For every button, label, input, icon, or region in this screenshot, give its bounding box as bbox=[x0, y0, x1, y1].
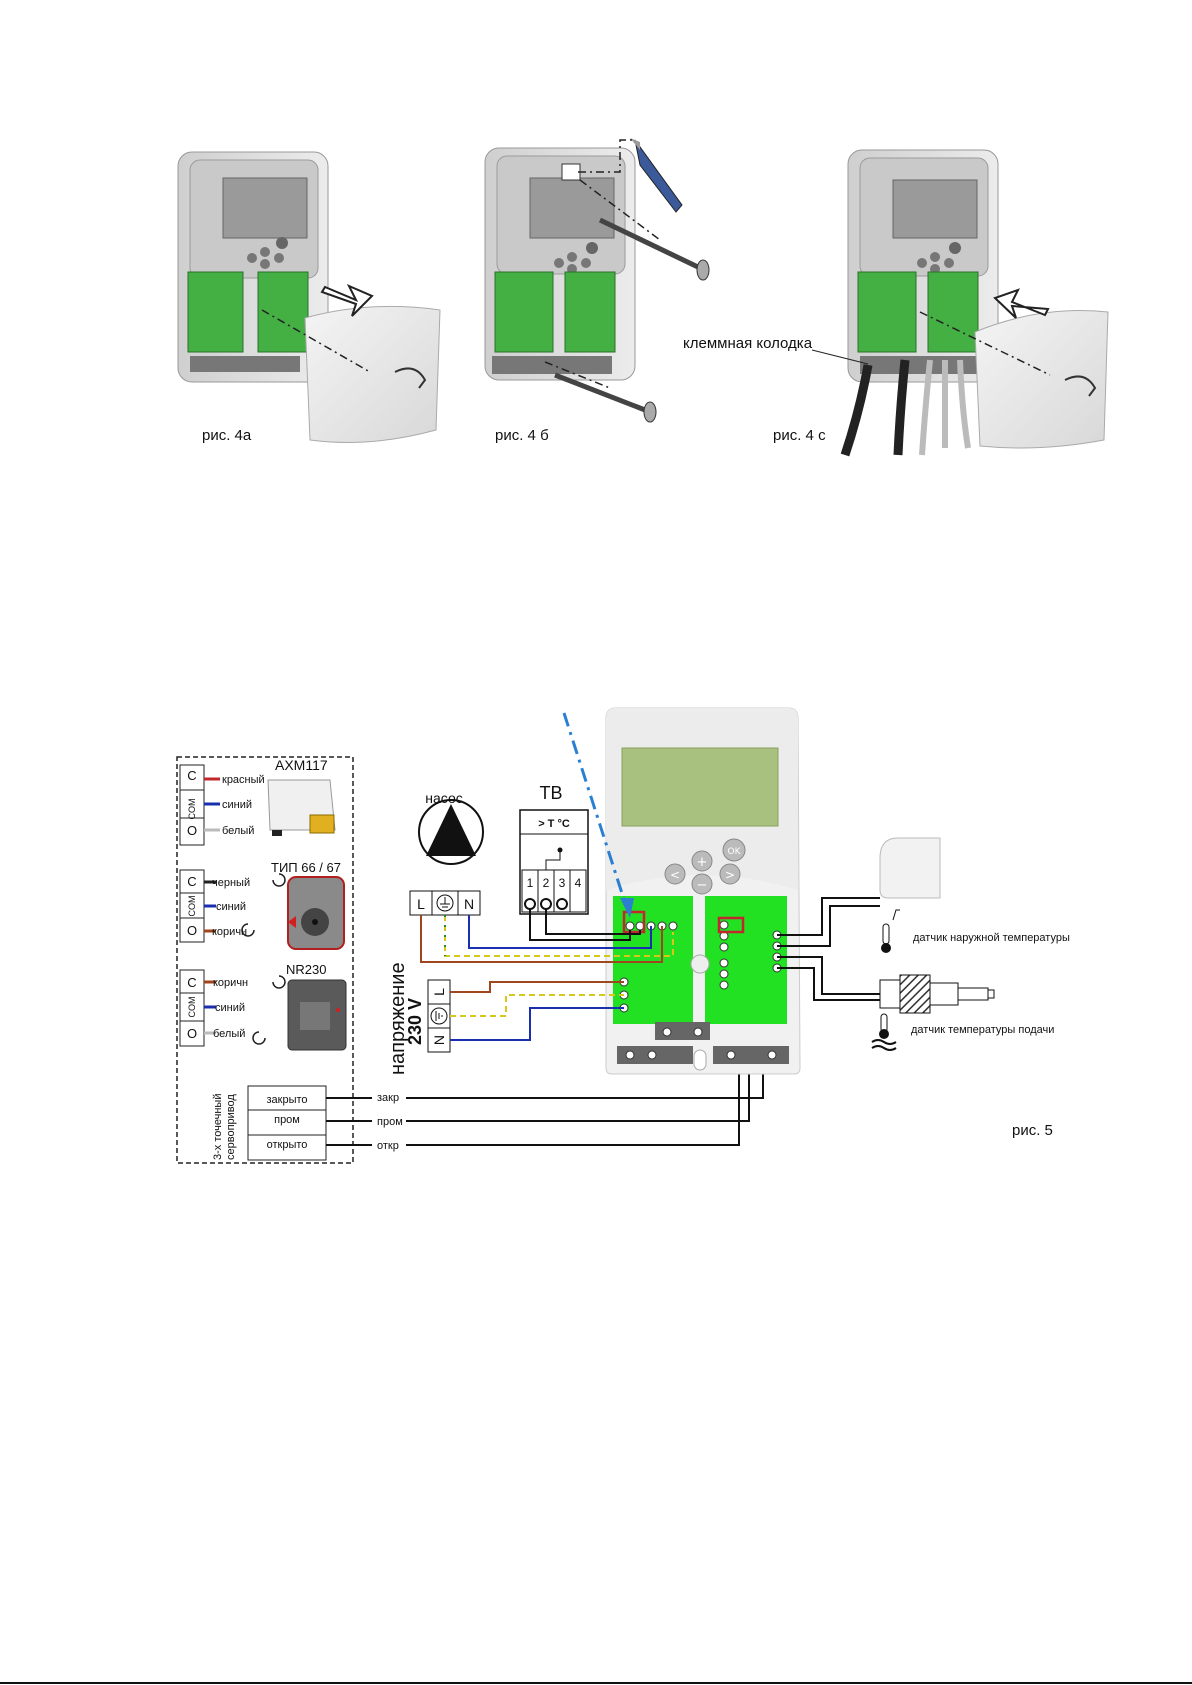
caption-fig5: рис. 5 bbox=[1012, 1122, 1053, 1139]
servo-wire-closed: закр bbox=[377, 1092, 399, 1104]
pump-power-terminals bbox=[409, 890, 481, 916]
servo-label-line1: 3-х точечный bbox=[212, 1094, 224, 1160]
terminal-block-label: клеммная колодка bbox=[683, 335, 813, 352]
supply-sensor-label: датчик температуры подачи bbox=[911, 1024, 1054, 1036]
tb-inner-label: > T °C bbox=[538, 818, 570, 830]
mains-term-n: N bbox=[431, 1035, 447, 1045]
actuator-axm117 bbox=[179, 764, 336, 846]
axm117-wire-o: белый bbox=[222, 825, 254, 837]
nr230-wire-c: коричн bbox=[213, 977, 248, 989]
thermometer-icon bbox=[881, 909, 900, 953]
nr230-wire-com: синий bbox=[215, 1002, 245, 1014]
tip-wire-com: синий bbox=[216, 901, 246, 913]
dash-line-4b-top bbox=[578, 139, 635, 173]
device-illustration-4b bbox=[484, 147, 636, 381]
screw-icon-lower bbox=[554, 372, 657, 423]
tb-term-1: 1 bbox=[527, 876, 534, 890]
servo-box-open: открыто bbox=[267, 1139, 308, 1151]
arrow-right-4a bbox=[320, 283, 374, 317]
axm117-term-com: COM bbox=[187, 799, 197, 820]
pump-label: насос bbox=[425, 790, 462, 806]
mains-terminals bbox=[427, 979, 451, 1053]
nr230-term-o: O bbox=[187, 1026, 197, 1041]
svg-text:+: + bbox=[697, 855, 708, 870]
axm117-term-o: O bbox=[187, 823, 197, 838]
pump-term-l: L bbox=[417, 896, 425, 912]
cover-4c bbox=[974, 310, 1109, 449]
servo-box-mid: пром bbox=[274, 1114, 300, 1126]
arrow-left-4c bbox=[993, 288, 1050, 319]
caption-fig4b: рис. 4 б bbox=[495, 427, 549, 444]
axm117-wire-c: красный bbox=[222, 774, 265, 786]
controller-device: < + − > OK bbox=[605, 707, 801, 1075]
water-thermometer-icon bbox=[871, 1013, 897, 1051]
axm117-term-c: C bbox=[187, 768, 196, 783]
actuator-nr230 bbox=[179, 969, 347, 1051]
dash-line-4c bbox=[919, 311, 1051, 376]
actuator-frame bbox=[176, 756, 354, 1164]
servo-wire-mid: пром bbox=[377, 1116, 403, 1128]
axm117-wire-com: синий bbox=[222, 799, 252, 811]
tb-thermostat bbox=[519, 809, 589, 915]
supply-sensor bbox=[777, 956, 995, 1014]
device-illustration-4a bbox=[177, 151, 329, 383]
tip-term-c: C bbox=[187, 874, 196, 889]
tip-wire-c: черный bbox=[212, 877, 250, 889]
servo-terminal-boxes bbox=[247, 1085, 327, 1161]
axm117-name: AXM117 bbox=[275, 757, 328, 773]
dash-line-4a bbox=[261, 309, 371, 373]
controller-wiring bbox=[420, 909, 674, 1041]
terminal-block-leader bbox=[811, 349, 869, 365]
blue-pointer-arrow bbox=[562, 712, 634, 918]
tip-term-com: COM bbox=[187, 896, 197, 917]
dash-line-4b-mid bbox=[579, 179, 661, 241]
cover-4a bbox=[304, 305, 441, 443]
pump-symbol bbox=[418, 799, 484, 865]
mains-label-line2: 230 V bbox=[405, 998, 425, 1045]
caption-fig4a: рис. 4а bbox=[202, 427, 252, 444]
tip-name: ТИП 66 / 67 bbox=[271, 860, 341, 875]
tip-wire-o: коричн bbox=[212, 926, 247, 938]
screw-icon bbox=[598, 217, 710, 281]
svg-text:>: > bbox=[725, 868, 735, 882]
mains-term-l: L bbox=[431, 988, 447, 996]
tb-term-3: 3 bbox=[559, 876, 566, 890]
tb-term-4: 4 bbox=[575, 876, 582, 890]
caption-fig4c: рис. 4 с bbox=[773, 427, 826, 444]
outdoor-sensor-label: датчик наружной температуры bbox=[913, 932, 1070, 944]
screwdriver-icon bbox=[630, 138, 683, 213]
tip-term-o: O bbox=[187, 923, 197, 938]
mains-label-line1: напряжение bbox=[387, 962, 409, 1075]
pump-term-n: N bbox=[464, 896, 474, 912]
servo-box-closed: закрыто bbox=[266, 1094, 307, 1106]
nr230-wire-o: белый bbox=[213, 1028, 245, 1040]
device-illustration-4c bbox=[847, 149, 999, 383]
svg-text:−: − bbox=[697, 878, 708, 893]
cables-4c bbox=[840, 359, 971, 457]
nr230-term-com: COM bbox=[187, 997, 197, 1018]
dash-line-4b-bottom bbox=[544, 361, 611, 389]
svg-text:OK: OK bbox=[728, 847, 742, 857]
nr230-name: NR230 bbox=[286, 962, 326, 977]
outdoor-sensor bbox=[777, 837, 941, 947]
actuator-tip6667 bbox=[179, 869, 345, 950]
servo-wire-open: откр bbox=[377, 1140, 399, 1152]
servo-label-line2: сервопривод bbox=[225, 1094, 237, 1160]
nr230-term-c: C bbox=[187, 975, 196, 990]
tb-label: ТВ bbox=[539, 783, 562, 803]
tb-term-2: 2 bbox=[543, 876, 550, 890]
svg-text:<: < bbox=[670, 868, 680, 882]
